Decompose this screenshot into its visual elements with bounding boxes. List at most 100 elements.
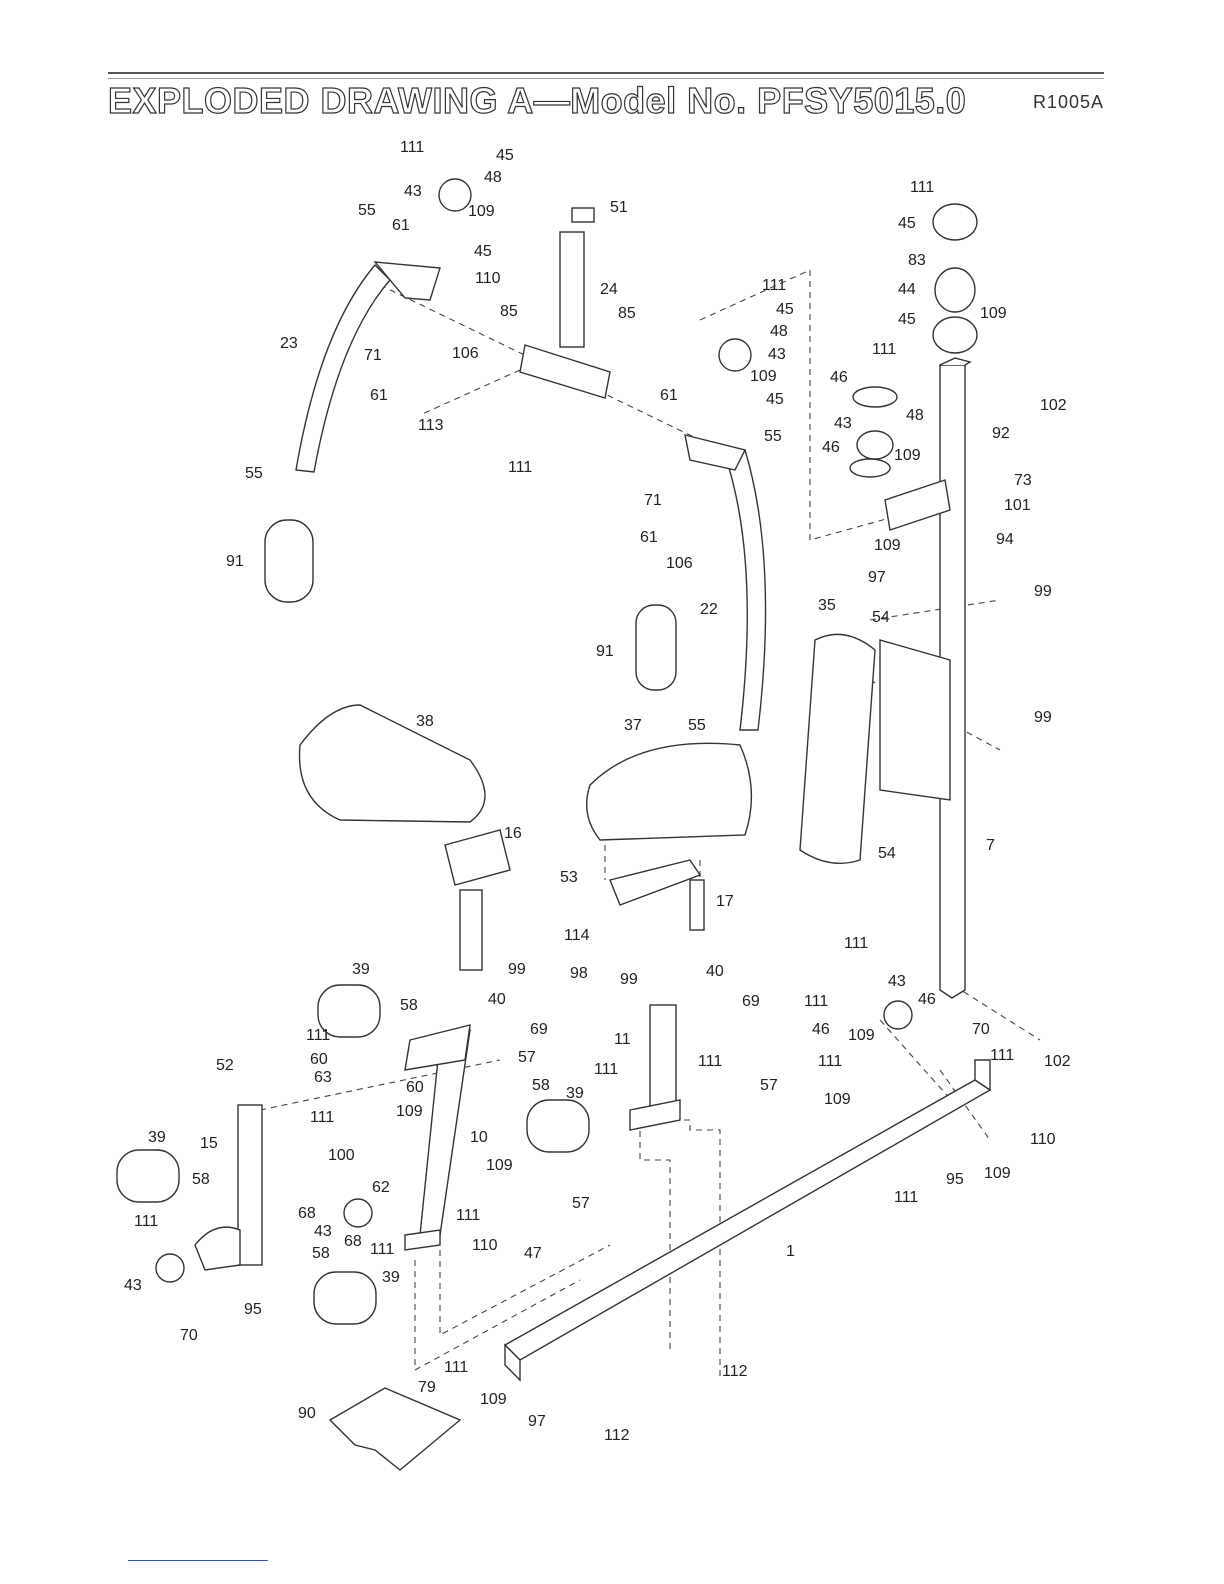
callout-label: 68 bbox=[344, 1233, 362, 1250]
callout-label: 58 bbox=[532, 1077, 550, 1094]
callout-label: 85 bbox=[618, 305, 636, 322]
callout-label: 37 bbox=[624, 717, 642, 734]
callout-label: 61 bbox=[370, 387, 388, 404]
foot-plate-90 bbox=[328, 1387, 462, 1471]
callout-label: 60 bbox=[310, 1051, 328, 1068]
callout-label: 110 bbox=[475, 270, 501, 287]
callout-label: 61 bbox=[660, 387, 678, 404]
callout-label: 90 bbox=[298, 1405, 316, 1422]
callout-label: 111 bbox=[804, 993, 828, 1010]
callout-label: 54 bbox=[872, 609, 890, 626]
callout-label: 109 bbox=[480, 1391, 507, 1408]
callout-label: 15 bbox=[200, 1135, 218, 1152]
callout-label: 109 bbox=[894, 447, 921, 464]
callout-label: 11 bbox=[614, 1031, 631, 1048]
callout-label: 55 bbox=[688, 717, 706, 734]
callout-label: 47 bbox=[524, 1245, 542, 1262]
callout-label: 109 bbox=[750, 368, 777, 385]
callout-label: 70 bbox=[972, 1021, 990, 1038]
seat-pad-38 bbox=[298, 704, 511, 971]
callout-label: 43 bbox=[888, 973, 906, 990]
callout-label: 112 bbox=[604, 1427, 630, 1444]
callout-label: 111 bbox=[508, 459, 532, 476]
callout-label: 7 bbox=[986, 837, 995, 854]
callout-label: 55 bbox=[245, 465, 263, 482]
callout-label: 111 bbox=[844, 935, 868, 952]
footer-rule bbox=[128, 1560, 268, 1561]
callout-label: 100 bbox=[328, 1147, 355, 1164]
callout-label: 62 bbox=[372, 1179, 390, 1196]
callout-label: 22 bbox=[700, 601, 718, 618]
callout-label: 111 bbox=[456, 1207, 480, 1224]
callout-label: 61 bbox=[640, 529, 658, 546]
callout-label: 71 bbox=[364, 347, 382, 364]
seat-pad-37 bbox=[586, 742, 753, 931]
header-rule bbox=[108, 72, 1104, 79]
tube-11 bbox=[629, 1004, 681, 1131]
callout-label: 46 bbox=[822, 439, 840, 456]
callout-label: 111 bbox=[444, 1359, 468, 1376]
callout-label: 69 bbox=[530, 1021, 548, 1038]
callout-label: 39 bbox=[382, 1269, 400, 1286]
callout-label: 48 bbox=[906, 407, 924, 424]
callout-label: 85 bbox=[500, 303, 518, 320]
callout-label: 71 bbox=[644, 492, 662, 509]
callout-label: 111 bbox=[370, 1241, 394, 1258]
tube-15 bbox=[194, 1104, 263, 1271]
callout-label: 58 bbox=[400, 997, 418, 1014]
callout-label: 111 bbox=[990, 1047, 1014, 1064]
callout-label: 61 bbox=[392, 217, 410, 234]
callout-label: 111 bbox=[400, 139, 424, 156]
callout-label: 45 bbox=[496, 147, 514, 164]
callout-label: 101 bbox=[1004, 497, 1031, 514]
callout-label: 46 bbox=[918, 991, 936, 1008]
callout-label: 43 bbox=[124, 1277, 142, 1294]
callout-label: 109 bbox=[874, 537, 901, 554]
callout-label: 40 bbox=[706, 963, 724, 980]
callout-label: 111 bbox=[872, 341, 896, 358]
callout-label: 58 bbox=[192, 1171, 210, 1188]
callout-label: 111 bbox=[310, 1109, 334, 1126]
callout-label: 109 bbox=[396, 1103, 423, 1120]
callout-label: 43 bbox=[314, 1223, 332, 1240]
callout-label: 109 bbox=[848, 1027, 875, 1044]
callout-label: 109 bbox=[824, 1091, 851, 1108]
callout-label: 45 bbox=[766, 391, 784, 408]
callout-label: 1 bbox=[786, 1243, 795, 1260]
post-24 bbox=[519, 207, 611, 399]
callout-label: 109 bbox=[984, 1165, 1011, 1182]
back-pad-35 bbox=[799, 633, 951, 865]
callout-label: 23 bbox=[280, 335, 298, 352]
callout-label: 39 bbox=[148, 1129, 166, 1146]
callout-label: 111 bbox=[306, 1027, 330, 1044]
callout-label: 112 bbox=[722, 1363, 748, 1380]
callout-label: 111 bbox=[894, 1189, 918, 1206]
callout-label: 43 bbox=[834, 415, 852, 432]
callout-label: 39 bbox=[352, 961, 370, 978]
callout-labels: 111 45 48 43 109 55 61 45 51 110 24 85 8… bbox=[124, 139, 1071, 1444]
callout-label: 69 bbox=[742, 993, 760, 1010]
callout-label: 57 bbox=[760, 1077, 778, 1094]
callout-label: 58 bbox=[312, 1245, 330, 1262]
callout-label: 16 bbox=[504, 825, 522, 842]
callout-label: 102 bbox=[1040, 397, 1067, 414]
callout-label: 109 bbox=[468, 203, 495, 220]
callout-label: 55 bbox=[358, 202, 376, 219]
callout-label: 44 bbox=[898, 281, 916, 298]
callout-label: 45 bbox=[776, 301, 794, 318]
callout-label: 57 bbox=[518, 1049, 536, 1066]
callout-label: 46 bbox=[812, 1021, 830, 1038]
callout-label: 43 bbox=[768, 346, 786, 363]
base-frame-1 bbox=[503, 1059, 992, 1382]
callout-label: 98 bbox=[570, 965, 588, 982]
callout-label: 99 bbox=[508, 961, 526, 978]
callout-label: 45 bbox=[898, 311, 916, 328]
callout-label: 40 bbox=[488, 991, 506, 1008]
callout-label: 111 bbox=[818, 1053, 842, 1070]
callout-label: 99 bbox=[1034, 709, 1052, 726]
callout-label: 54 bbox=[878, 845, 896, 862]
callout-label: 99 bbox=[1034, 583, 1052, 600]
callout-label: 95 bbox=[244, 1301, 262, 1318]
callout-label: 45 bbox=[898, 215, 916, 232]
callout-label: 91 bbox=[226, 553, 244, 570]
